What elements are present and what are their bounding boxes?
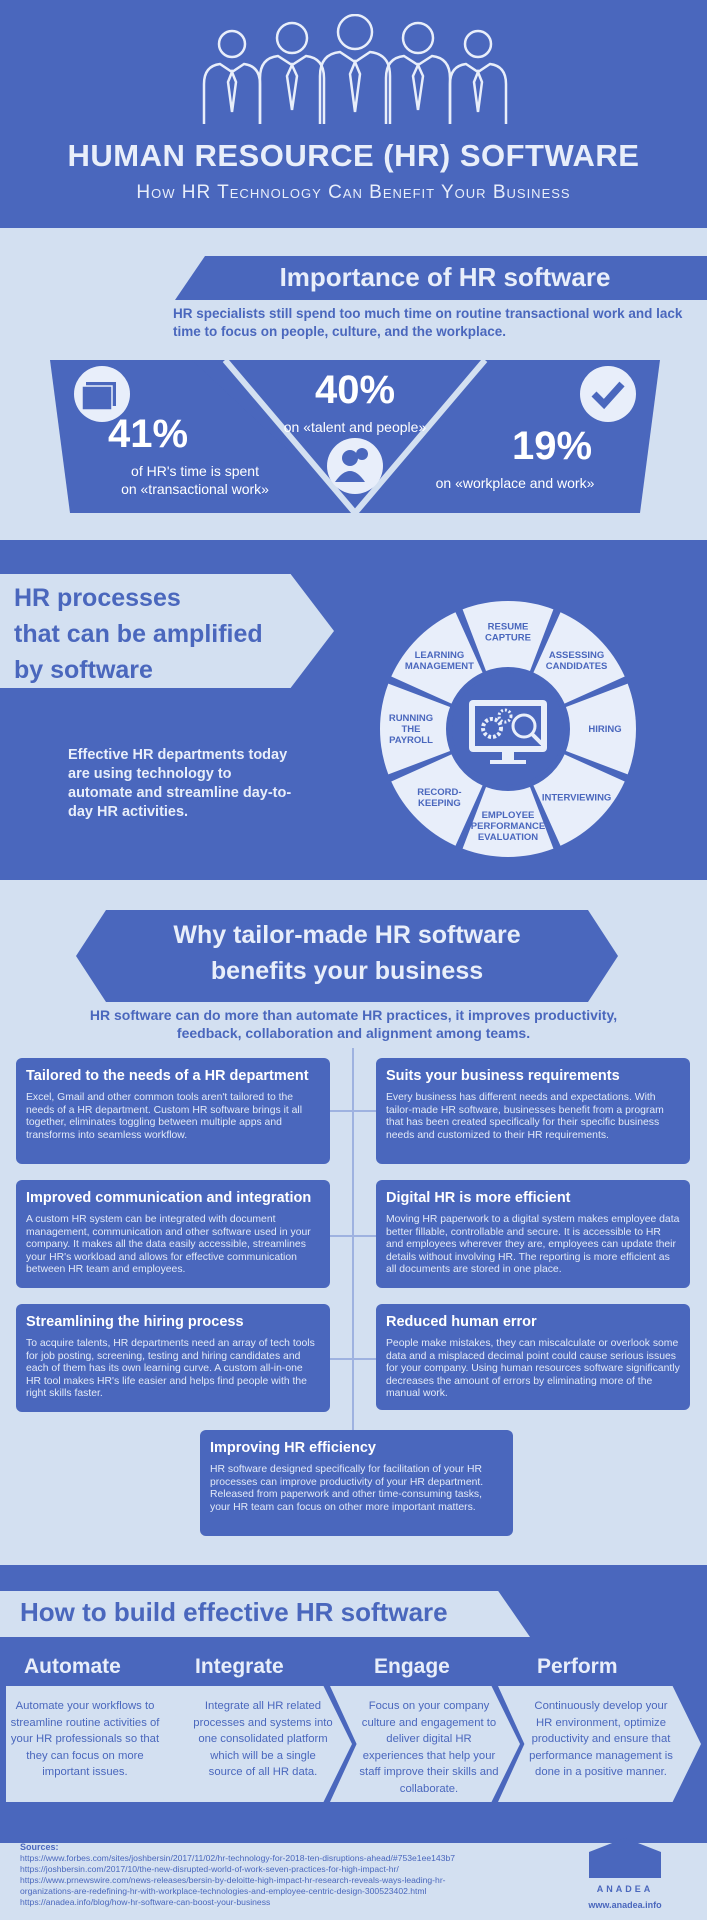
wheel-sector [565,683,636,775]
wheel-label: INTERVIEWING [542,793,612,804]
wheel-sector [462,601,554,672]
brand-site-link[interactable]: www.anadea.info [588,1900,662,1910]
tree-branch [330,1358,376,1360]
wheel-sector [380,683,451,775]
page-title: HUMAN RESOURCE (HR) SOFTWARE [67,138,640,173]
importance-banner [175,256,707,300]
stat-value-workplace: 19% [512,424,593,468]
benefit-card: Improving HR efficiency HR software desi… [200,1430,513,1536]
importance-description: HR specialists still spend too much time… [173,306,683,339]
stats-graphic [50,358,660,518]
benefit-card: Improved communication and integration A… [16,1180,330,1288]
processes-title: HR processes that can be amplified by so… [14,584,263,684]
benefit-card: Reduced human error People make mistakes… [376,1304,690,1410]
build-banner [0,1591,530,1637]
wheel-sector [462,786,554,857]
monitor-gears-icon [452,673,564,785]
people-icon [327,438,383,494]
wheel-sector [533,612,625,704]
sources-label: Sources: [20,1842,59,1852]
importance-title: Importance of HR software [279,262,611,292]
stage-text: Integrate all HR related processes and s… [193,1700,333,1778]
stat-value-talent: 40% [314,368,396,412]
processes-banner [0,574,334,688]
stage-name: Engage [374,1655,450,1678]
stage-name: Automate [24,1655,121,1678]
page-subtitle: How HR Technology Can Benefit Your Busin… [136,182,571,203]
tree-branch [330,1235,376,1237]
stat-label-transactional: of HR's time is spent on «transactional … [121,463,269,497]
why-title-line2: benefits your business [210,957,484,985]
source-link[interactable]: https://anadea.info/blog/how-hr-software… [20,1897,271,1907]
why-description: HR software can do more than automate HR… [89,1007,618,1041]
stage-text: Automate your workflows to streamline ro… [10,1700,160,1778]
wheel-sector [391,754,483,846]
anadea-logo-icon [589,1838,661,1878]
stage-text: Continuously develop your HR environment… [529,1700,673,1778]
source-link[interactable]: https://www.forbes.com/sites/joshbersin/… [20,1853,456,1863]
checkmark-icon [580,366,636,422]
stage-chevron [6,1686,190,1802]
benefit-card: Suits your business requirements Every b… [376,1058,690,1164]
source-link[interactable]: https://www.prnewswire.com/news-releases… [20,1875,446,1885]
stat-label-talent: on «talent and people» [283,419,427,435]
source-link[interactable]: organizations-are-redefining-hr-with-wor… [20,1886,427,1896]
wheel-sector [391,612,483,704]
tree-branch [330,1110,376,1112]
source-link[interactable]: https://joshbersin.com/2017/10/the-new-d… [20,1864,399,1874]
stage-chevron [162,1686,352,1802]
businessman-icon [202,29,262,124]
stage-chevron [498,1686,701,1802]
why-banner [76,910,618,1002]
tree-connector [352,1048,354,1438]
wheel-label: HIRING [588,724,621,735]
stage-text: Focus on your company culture and engage… [359,1700,499,1795]
stage-name: Integrate [195,1655,284,1678]
wheel-label: RECORD-KEEPING [417,787,461,809]
header: HUMAN RESOURCE (HR) SOFTWARE How HR Tech… [0,0,707,228]
build-title: How to build effective HR software [20,1597,448,1627]
stat-label-workplace: on «workplace and work» [435,475,595,491]
folder-icon [74,366,130,422]
wheel-sector [533,754,625,846]
processes-description: Effective HR departments today are using… [68,747,292,820]
benefit-card: Streamlining the hiring process To acqui… [16,1304,330,1412]
stat-value-transactional: 41% [108,412,189,456]
benefit-card: Digital HR is more efficient Moving HR p… [376,1180,690,1288]
businessmen-icon [202,14,508,124]
stage-name: Perform [537,1655,618,1678]
stage-chevron [330,1686,520,1802]
brand-name: ANADEA [596,1884,654,1894]
why-title-line1: Why tailor-made HR software [173,921,521,949]
benefit-card: Tailored to the needs of a HR department… [16,1058,330,1164]
